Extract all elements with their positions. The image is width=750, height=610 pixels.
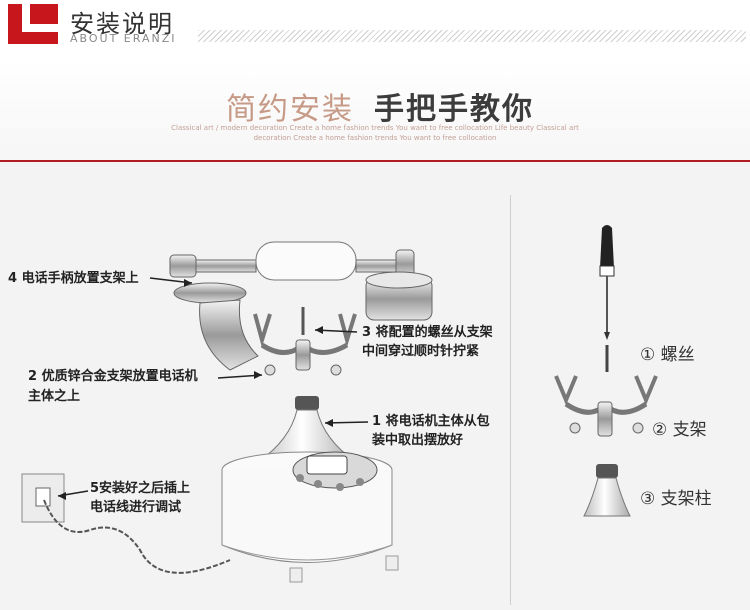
part-2-label: ② 支架 [652, 415, 707, 440]
step-5-label-line1: 5安装好之后插上 [90, 481, 191, 496]
page-header: 安装说明 ABOUT ERANZI [0, 0, 750, 55]
phone-cord-icon [43, 499, 231, 574]
part-bracket-post-icon [583, 464, 631, 517]
part-2-number: ② [652, 420, 668, 440]
part-1-label: ① 螺丝 [640, 340, 695, 365]
brand-logo-inner [30, 4, 58, 24]
step-4-label: 4 电话手柄放置支架上 [8, 271, 139, 286]
bracket-icon [253, 313, 357, 376]
section-divider [0, 160, 750, 162]
handset-icon [169, 241, 433, 371]
fine-print-2: decoration Create a home fashion trends … [253, 134, 497, 142]
part-3-number: ③ [640, 489, 656, 509]
part-3-name: 支架柱 [660, 489, 712, 509]
slogan-light: 简约安装 [226, 92, 354, 127]
hero-slogan: 简约安装手把手教你 [226, 84, 534, 128]
step-5-label-line2: 电话线进行调试 [90, 500, 182, 515]
step-3-label-line2: 中间穿过顺时针拧紧 [362, 344, 480, 359]
part-3-label: ③ 支架柱 [640, 484, 712, 509]
step-1-label-line2: 装中取出摆放好 [372, 433, 464, 448]
part-1-number: ① [640, 345, 656, 365]
screwdriver-icon [599, 225, 615, 340]
part-bracket-icon [554, 375, 658, 437]
part-2-name: 支架 [672, 420, 707, 440]
hero-band [0, 58, 750, 160]
panel-divider [510, 195, 511, 605]
part-1-name: 螺丝 [660, 345, 695, 365]
hatched-rule [198, 30, 746, 42]
step-3-label-line1: 3 将配置的螺丝从支架 [362, 325, 493, 340]
wall-socket-icon [21, 473, 65, 523]
slogan-dark: 手把手教你 [374, 92, 534, 127]
fine-print-1: Classical art / modern decoration Create… [171, 124, 579, 132]
step-2-label-line2: 主体之上 [28, 389, 81, 404]
pointer-arrowheads [58, 279, 333, 500]
step-1-label-line1: 1 将电话机主体从包 [372, 414, 490, 429]
header-subtitle: ABOUT ERANZI [70, 32, 177, 45]
telephone-body-icon [221, 396, 399, 583]
step-2-label-line1: 2 优质锌合金支架放置电话机 [28, 369, 198, 384]
header-title: 安装说明 [70, 10, 174, 38]
